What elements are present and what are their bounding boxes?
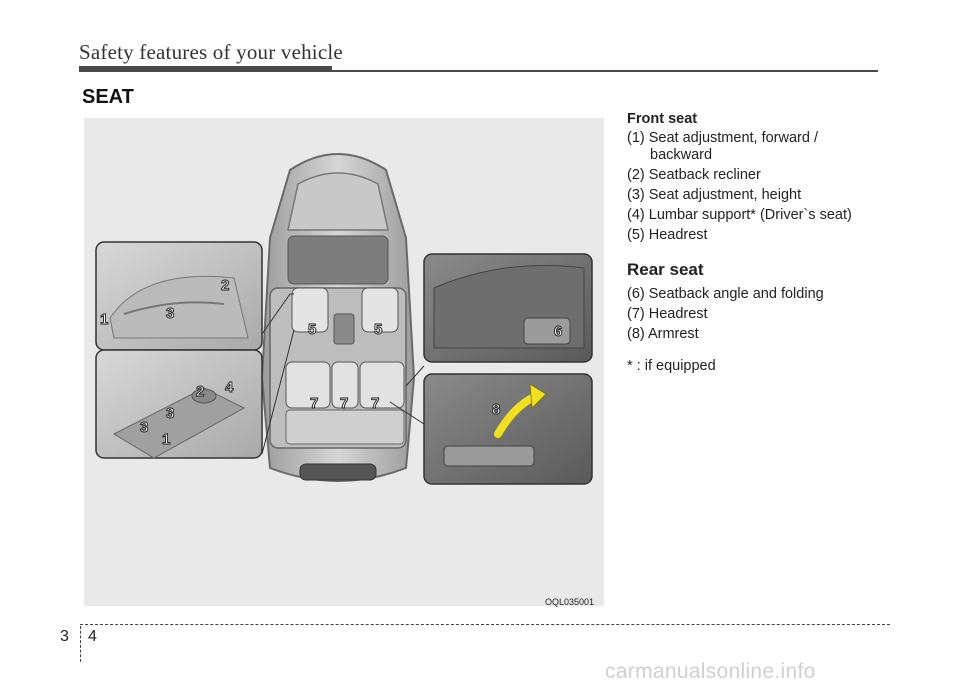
page-number: 4 bbox=[88, 628, 97, 645]
front-seat-item-2: (2) Seatback recliner bbox=[627, 167, 761, 183]
watermark: carmanualsonline.info bbox=[605, 660, 816, 683]
callout-5a: 5 bbox=[308, 321, 316, 338]
callout-6: 6 bbox=[554, 323, 562, 340]
callout-8: 8 bbox=[492, 401, 500, 418]
leader-lines bbox=[261, 293, 425, 455]
rear-seat-item-6: (6) Seatback angle and folding bbox=[627, 286, 824, 302]
callout-1b: 1 bbox=[162, 431, 170, 448]
rear-armrest-panel bbox=[423, 373, 593, 485]
seat-switch-panel bbox=[95, 349, 263, 459]
figure-code: OQL035001 bbox=[545, 597, 595, 607]
callout-7b: 7 bbox=[340, 395, 348, 412]
rear-seat-item-8: (8) Armrest bbox=[627, 326, 699, 342]
front-seat-heading: Front seat bbox=[627, 111, 698, 127]
callout-3a: 3 bbox=[166, 305, 174, 322]
front-seat-item-1-line1: (1) Seat adjustment, forward / bbox=[627, 130, 818, 146]
header-title: Safety features of your vehicle bbox=[79, 40, 343, 64]
front-seat-item-1: (1) Seat adjustment, forward / backward bbox=[627, 130, 887, 164]
equipped-note: * : if equipped bbox=[627, 358, 716, 374]
callout-1a: 1 bbox=[100, 311, 108, 328]
car-top-view bbox=[260, 153, 416, 482]
section-title: SEAT bbox=[82, 86, 134, 108]
rear-seatback-lever-panel bbox=[423, 253, 593, 363]
front-seat-item-5: (5) Headrest bbox=[627, 227, 708, 243]
footer-divider bbox=[80, 626, 81, 662]
footer-rule bbox=[80, 624, 890, 625]
front-seat-item-4: (4) Lumbar support* (Driver`s seat) bbox=[627, 207, 852, 223]
rear-seat-heading: Rear seat bbox=[627, 260, 704, 279]
front-seat-side-panel bbox=[95, 241, 263, 351]
callout-5b: 5 bbox=[374, 321, 382, 338]
callout-7a: 7 bbox=[310, 395, 318, 412]
callout-7c: 7 bbox=[371, 395, 379, 412]
front-seat-item-1-line2: backward bbox=[650, 147, 713, 163]
callout-2a: 2 bbox=[221, 277, 229, 294]
rear-seat-item-7: (7) Headrest bbox=[627, 306, 708, 322]
callout-3c: 3 bbox=[140, 419, 148, 436]
seat-legend: Front seat (1) Seat adjustment, forward … bbox=[627, 111, 887, 378]
front-seat-item-3: (3) Seat adjustment, height bbox=[627, 187, 802, 203]
header-rule-thin bbox=[332, 70, 878, 72]
callout-4: 4 bbox=[225, 379, 234, 396]
callout-3b: 3 bbox=[166, 405, 174, 422]
seat-illustration: 1 2 3 2 4 3 3 1 5 5 7 7 7 6 8 bbox=[84, 118, 604, 606]
callout-2b: 2 bbox=[196, 383, 204, 400]
header-rule-thick bbox=[79, 66, 332, 72]
chapter-number: 3 bbox=[60, 628, 69, 645]
